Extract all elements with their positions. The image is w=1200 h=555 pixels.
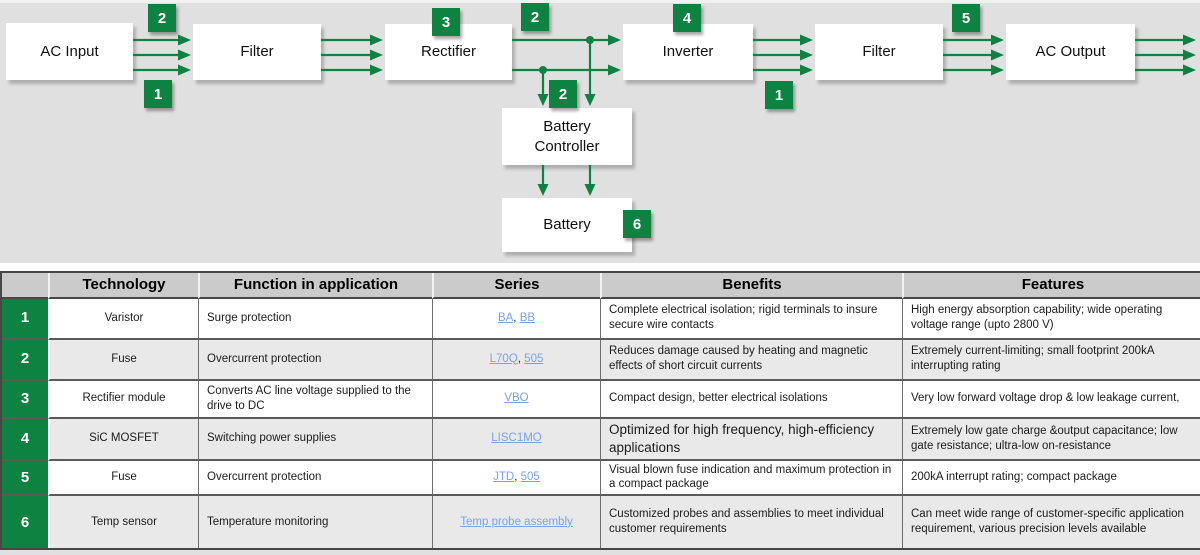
series-link[interactable]: L70Q bbox=[489, 352, 518, 365]
block-ac-output: AC Output bbox=[1006, 24, 1135, 80]
row-number-cell: 6 bbox=[2, 496, 48, 549]
series-link[interactable]: 505 bbox=[520, 470, 540, 483]
row-number-cell: 4 bbox=[2, 418, 48, 461]
block-battery-controller: Battery Controller bbox=[502, 108, 632, 165]
cell-benefits: Complete electrical isolation; rigid ter… bbox=[600, 298, 902, 340]
marker-badge-1-input-bottom: 1 bbox=[144, 80, 172, 108]
cell-features: 200kA interrupt rating; compact package bbox=[902, 460, 1200, 497]
row-number-cell: 1 bbox=[2, 298, 48, 340]
cell-features: Extremely low gate charge &output capaci… bbox=[902, 418, 1200, 461]
series-link[interactable]: BA bbox=[497, 311, 514, 324]
column-header-features: Features bbox=[902, 273, 1200, 299]
cell-benefits: Customized probes and assemblies to meet… bbox=[600, 496, 902, 549]
cell-technology: Rectifier module bbox=[48, 380, 198, 419]
row-number-cell: 3 bbox=[2, 380, 48, 419]
flow-arrows-graphic bbox=[133, 34, 1196, 196]
column-header-technology: Technology bbox=[48, 273, 198, 299]
cell-features: Extremely current-limiting; small footpr… bbox=[902, 339, 1200, 381]
cell-features: Can meet wide range of customer-specific… bbox=[902, 496, 1200, 549]
block-filter-input: Filter bbox=[193, 24, 321, 80]
marker-badge-2-input-top: 2 bbox=[148, 4, 176, 32]
column-header-series: Series bbox=[432, 273, 600, 299]
cell-technology: SiC MOSFET bbox=[48, 418, 198, 461]
cell-function: Surge protection bbox=[198, 298, 432, 340]
table-corner-cell bbox=[2, 273, 48, 299]
cell-series: JTD, 505 bbox=[432, 460, 600, 497]
row-number-cell: 5 bbox=[2, 460, 48, 497]
cell-function: Overcurrent protection bbox=[198, 339, 432, 381]
marker-badge-2-battery-drop: 2 bbox=[549, 80, 577, 108]
series-link[interactable]: VBO bbox=[504, 392, 529, 405]
series-link[interactable]: Temp probe assembly bbox=[460, 515, 573, 528]
series-link[interactable]: JTD bbox=[493, 470, 515, 483]
column-header-function: Function in application bbox=[198, 273, 432, 299]
series-link[interactable]: BB bbox=[519, 311, 536, 324]
cell-features: High energy absorption capability; wide … bbox=[902, 298, 1200, 340]
row-number-cell: 2 bbox=[2, 339, 48, 381]
cell-technology: Fuse bbox=[48, 460, 198, 497]
cell-function: Overcurrent protection bbox=[198, 460, 432, 497]
marker-badge-5-output: 5 bbox=[952, 4, 980, 32]
cell-benefits: Reduces damage caused by heating and mag… bbox=[600, 339, 902, 381]
cell-series: Temp probe assembly bbox=[432, 496, 600, 549]
cell-technology: Varistor bbox=[48, 298, 198, 340]
marker-badge-1-inverter-out: 1 bbox=[765, 81, 793, 109]
marker-badge-6-battery: 6 bbox=[623, 210, 651, 238]
cell-technology: Temp sensor bbox=[48, 496, 198, 549]
cell-function: Switching power supplies bbox=[198, 418, 432, 461]
block-filter-output: Filter bbox=[815, 24, 943, 80]
cell-series: VBO bbox=[432, 380, 600, 419]
block-ac-input: AC Input bbox=[6, 23, 133, 80]
series-link[interactable]: LISC1MO bbox=[491, 432, 542, 445]
block-battery: Battery bbox=[502, 198, 632, 252]
top-edge-strip bbox=[0, 0, 1200, 3]
marker-badge-4-inverter: 4 bbox=[673, 4, 701, 32]
diagram-table-gap bbox=[0, 263, 1200, 271]
cell-series: L70Q, 505 bbox=[432, 339, 600, 381]
cell-series: LISC1MO bbox=[432, 418, 600, 461]
marker-badge-3-rectifier: 3 bbox=[432, 8, 460, 36]
cell-series: BA, BB bbox=[432, 298, 600, 340]
cell-benefits: Optimized for high frequency, high-effic… bbox=[600, 418, 902, 461]
series-link[interactable]: 505 bbox=[524, 352, 544, 365]
column-header-benefits: Benefits bbox=[600, 273, 902, 299]
marker-badge-2-rectifier-out: 2 bbox=[521, 3, 549, 31]
block-inverter: Inverter bbox=[623, 24, 753, 80]
cell-benefits: Compact design, better electrical isolat… bbox=[600, 380, 902, 419]
cell-function: Converts AC line voltage supplied to the… bbox=[198, 380, 432, 419]
cell-benefits: Visual blown fuse indication and maximum… bbox=[600, 460, 902, 497]
cell-technology: Fuse bbox=[48, 339, 198, 381]
cell-function: Temperature monitoring bbox=[198, 496, 432, 549]
cell-features: Very low forward voltage drop & low leak… bbox=[902, 380, 1200, 419]
